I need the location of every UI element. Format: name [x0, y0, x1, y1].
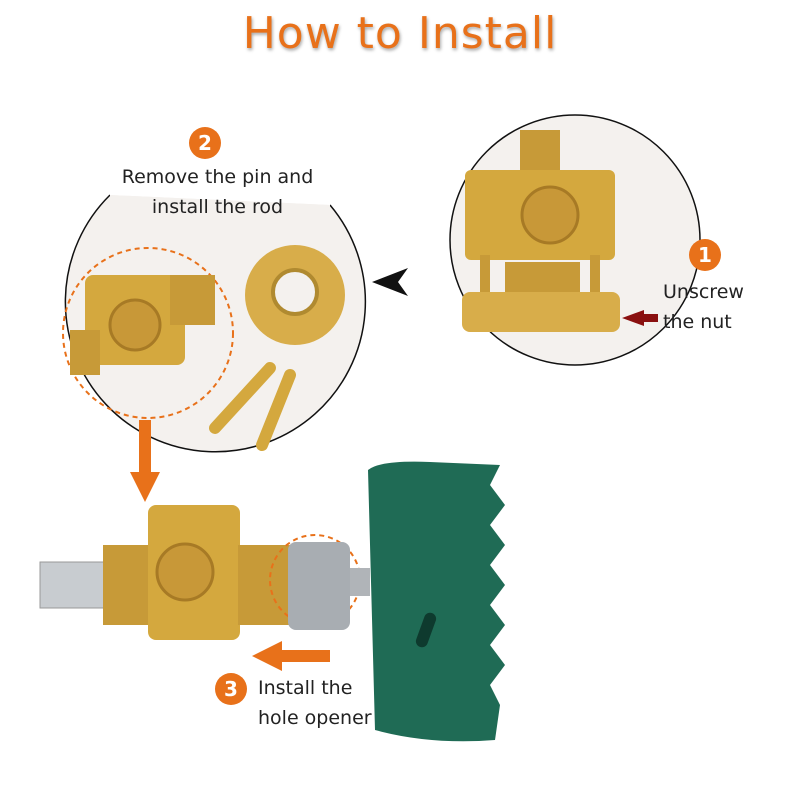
orange-left-arrow-icon [252, 641, 330, 671]
step-3-line-1: Install the [258, 677, 353, 699]
pointer-arrow-icon [372, 268, 408, 296]
step-3-label: Install the hole opener [258, 673, 372, 733]
step1-photo-circle [449, 114, 701, 366]
step-3-badge: 3 [215, 673, 247, 705]
step-3-line-2: hole opener [258, 707, 372, 729]
assembled-tool [39, 461, 505, 742]
step-2-line-2: install the rod [151, 196, 284, 218]
step-1-label: Unscrew the nut [663, 277, 744, 337]
orange-down-arrow-icon [130, 420, 160, 502]
step-2-badge: 2 [189, 127, 221, 159]
step-1-line-1: Unscrew [663, 281, 744, 303]
step-1-badge: 1 [689, 239, 721, 271]
step-2-label: Remove the pin and install the rod [80, 162, 355, 222]
step2-photo-circle [62, 194, 367, 453]
red-arrow-icon [622, 310, 658, 326]
step-1-line-2: the nut [663, 311, 732, 333]
page-title: How to Install [242, 8, 558, 59]
step-2-line-1: Remove the pin and [121, 166, 314, 188]
